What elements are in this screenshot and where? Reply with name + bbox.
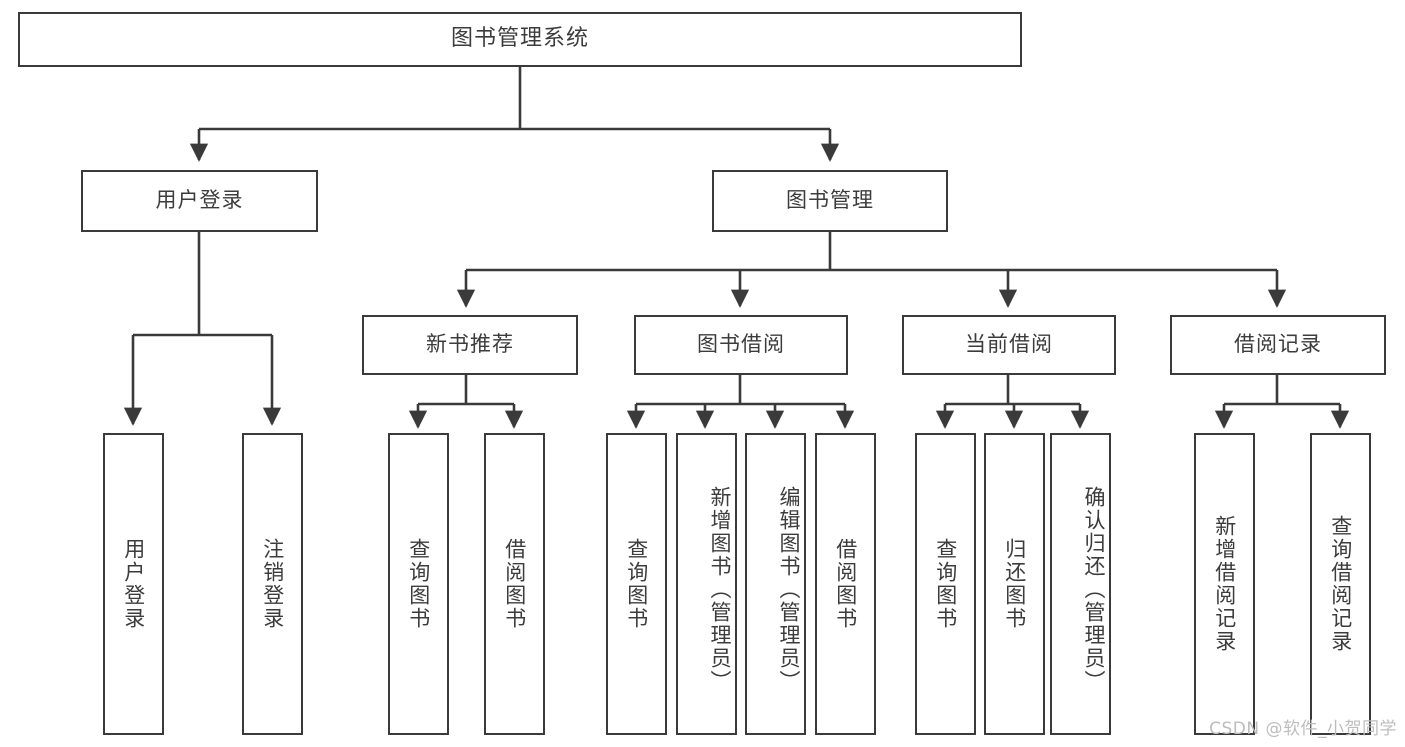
node-label: 查询借阅记录 [1328, 515, 1353, 653]
node-label: 查询图书 [624, 538, 649, 630]
node-label: 新增图书（管理员） [708, 485, 732, 693]
node-label: 借阅图书 [833, 538, 858, 630]
node-label: 查询图书 [406, 538, 431, 630]
leaf-current-borrow-confirm-return-admin[interactable]: 确认归还（管理员） [1050, 433, 1111, 735]
leaf-user-login-signin[interactable]: 用户登录 [103, 433, 164, 735]
csdn-watermark: CSDN @软件_小贺同学 [1209, 719, 1397, 739]
node-label: 归还图书 [1002, 538, 1027, 630]
node-label: 借阅记录 [1234, 332, 1322, 357]
node-label: 新书推荐 [426, 332, 514, 357]
node-label: 用户登录 [155, 188, 244, 213]
leaf-book-borrow-add-book-admin[interactable]: 新增图书（管理员） [676, 433, 737, 735]
leaf-current-borrow-return-book[interactable]: 归还图书 [984, 433, 1045, 735]
leaf-new-book-borrow-book[interactable]: 借阅图书 [484, 433, 545, 735]
node-label: 当前借阅 [965, 332, 1053, 357]
node-root-book-management-system[interactable]: 图书管理系统 [18, 12, 1022, 67]
node-label: 图书借阅 [697, 332, 785, 357]
node-label: 借阅图书 [502, 538, 527, 630]
leaf-book-borrow-query-book[interactable]: 查询图书 [606, 433, 667, 735]
node-label: 图书管理系统 [450, 26, 589, 52]
node-label: 查询图书 [933, 538, 958, 630]
node-borrow-record[interactable]: 借阅记录 [1170, 315, 1386, 375]
node-current-borrow[interactable]: 当前借阅 [902, 315, 1116, 375]
leaf-current-borrow-query-book[interactable]: 查询图书 [915, 433, 976, 735]
node-new-book-recommend[interactable]: 新书推荐 [362, 315, 578, 375]
leaf-user-login-signout[interactable]: 注销登录 [242, 433, 303, 735]
node-label: 注销登录 [260, 538, 285, 630]
node-label: 图书管理 [786, 188, 874, 213]
node-label: 编辑图书（管理员） [777, 485, 801, 693]
leaf-book-borrow-edit-book-admin[interactable]: 编辑图书（管理员） [745, 433, 806, 735]
node-book-borrow[interactable]: 图书借阅 [634, 315, 848, 375]
node-label: 确认归还（管理员） [1082, 485, 1106, 693]
leaf-borrow-record-query-record[interactable]: 查询借阅记录 [1310, 433, 1371, 735]
leaf-book-borrow-borrow-book[interactable]: 借阅图书 [815, 433, 876, 735]
node-label: 用户登录 [121, 538, 146, 630]
node-book-management[interactable]: 图书管理 [712, 170, 948, 232]
leaf-new-book-query-book[interactable]: 查询图书 [388, 433, 449, 735]
node-label: 新增借阅记录 [1212, 515, 1237, 653]
node-user-login[interactable]: 用户登录 [81, 170, 318, 232]
leaf-borrow-record-add-record[interactable]: 新增借阅记录 [1194, 433, 1255, 735]
